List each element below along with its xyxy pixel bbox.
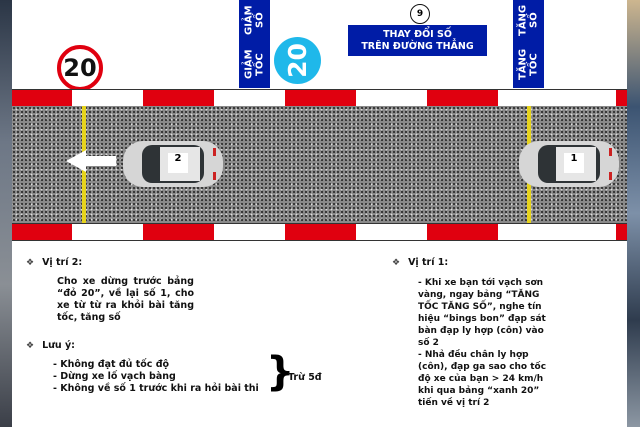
lesson-title-line1: THAY ĐỔI SỐ	[383, 29, 452, 40]
bullet-icon: ❖	[26, 258, 35, 268]
speed-up-sign: TĂNG TỐC TĂNG SỐ	[513, 0, 544, 88]
car-1	[519, 141, 619, 187]
background-photo-right	[627, 0, 640, 427]
position2-heading: ❖ Vị trí 2:	[26, 257, 82, 269]
car-2-label: 2	[174, 153, 182, 164]
note-item: - Không về số 1 trước khi ra hỏi bài thi	[53, 383, 259, 394]
lesson-title-line2: TRÊN ĐƯỜNG THẲNG	[361, 41, 474, 52]
speed-up-line2: TĂNG SỐ	[517, 5, 540, 37]
position2-heading-text: Vị trí 2:	[42, 257, 83, 268]
position1-item: - Khi xe bạn tới vạch sơn vàng, ngay bản…	[418, 278, 546, 348]
position1-heading-text: Vị trí 1:	[408, 257, 449, 268]
notes-heading-text: Lưu ý:	[42, 340, 75, 351]
red-speed-sign: 20	[57, 45, 103, 91]
slow-down-line1: GIẢM TỐC	[243, 49, 266, 80]
left-arrow-icon	[66, 150, 116, 172]
lesson-number: 9	[410, 4, 430, 24]
bullet-icon: ❖	[392, 258, 401, 268]
lesson-number-text: 9	[416, 9, 424, 19]
right-brace-icon: }	[266, 349, 295, 395]
blue-speed-sign: 20	[274, 37, 321, 84]
note-item: - Dừng xe lố vạch bàng	[53, 371, 176, 382]
position1-item: - Nhả đều chân ly hợp (côn), đạp ga sao …	[418, 350, 547, 408]
bullet-icon: ❖	[26, 341, 35, 351]
car-2	[123, 141, 223, 187]
bottom-barrier	[12, 223, 627, 241]
background-photo-left	[0, 0, 12, 427]
blue-speed-value: 20	[282, 43, 312, 78]
car-1-label: 1	[570, 153, 578, 164]
position1-body: - Khi xe bạn tới vạch sơn vàng, ngay bản…	[418, 277, 558, 409]
red-speed-value: 20	[63, 54, 97, 82]
position2-body: Cho xe dừng trước bảng “đỏ 20”, về lại s…	[57, 276, 194, 323]
position1-heading: ❖ Vị trí 1:	[392, 257, 448, 269]
speed-up-line1: TĂNG TỐC	[517, 49, 540, 81]
penalty-text: Trừ 5đ	[288, 372, 322, 383]
slow-down-line2: GIẢM SỐ	[243, 5, 266, 36]
top-barrier	[12, 89, 627, 107]
slow-down-sign: GIẢM TỐC GIẢM SỐ	[239, 0, 270, 88]
notes-heading: ❖ Lưu ý:	[26, 340, 75, 352]
note-item: - Không đạt đủ tốc độ	[53, 359, 170, 370]
notes-list: - Không đạt đủ tốc độ - Dừng xe lố vạch …	[53, 359, 259, 395]
